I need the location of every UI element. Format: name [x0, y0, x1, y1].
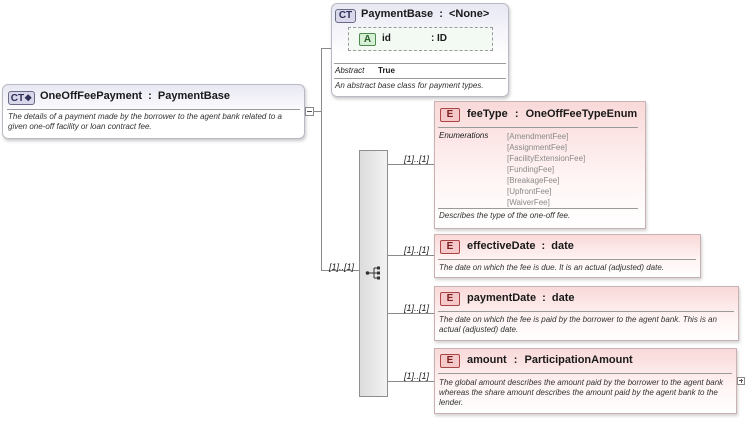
- effective-date-type: date: [551, 240, 574, 252]
- element-icon: E: [440, 240, 460, 254]
- element-badge-label: E: [446, 109, 454, 120]
- enumerations-label: Enumerations: [439, 131, 489, 140]
- element-icon: E: [440, 354, 460, 368]
- element-badge-label: E: [446, 355, 454, 366]
- root-separator: [7, 109, 300, 110]
- element-fee-type-box[interactable]: E feeType : OneOffFeeTypeEnum Enumeratio…: [434, 101, 646, 229]
- payment-date-sep: :: [542, 292, 546, 304]
- element-amount-box[interactable]: E amount : ParticipationAmount The globa…: [434, 348, 737, 414]
- enum-item: [AmendmentFee]: [507, 132, 569, 141]
- amount-title: amount : ParticipationAmount: [467, 354, 633, 366]
- amount-name: amount: [467, 354, 507, 366]
- effective-date-name: effectiveDate: [467, 240, 536, 252]
- amount-description: The global amount describes the amount p…: [439, 378, 724, 407]
- root-description: The details of a payment made by the bor…: [8, 112, 282, 131]
- amount-expand-toggle[interactable]: [737, 377, 745, 385]
- fee-type-description: Describes the type of the one-off fee.: [439, 211, 571, 220]
- sequence-icon: [365, 266, 380, 280]
- element-icon: E: [440, 292, 460, 306]
- payment-base-base: <None>: [448, 8, 490, 20]
- plus-icon-v: [740, 378, 742, 383]
- effective-date-title: effectiveDate : date: [467, 240, 574, 252]
- abstract-label: Abstract: [335, 66, 365, 75]
- attribute-id-row[interactable]: A id : ID: [348, 27, 493, 51]
- connector-fee-type: [388, 164, 434, 165]
- amount-separator: [438, 373, 732, 374]
- expand-plus-icon: ❖: [24, 93, 33, 103]
- fee-type-sep: :: [514, 108, 519, 120]
- element-badge-label: E: [446, 293, 454, 304]
- connector-to-payment-base: [321, 48, 331, 49]
- minus-icon: [307, 111, 312, 112]
- payment-base-box[interactable]: CT PaymentBase : <None> A id : ID Abstra…: [331, 3, 509, 97]
- payment-date-multiplicity: [1]..[1]: [404, 303, 430, 313]
- attribute-sep: :: [431, 33, 435, 44]
- attribute-badge-label: A: [363, 34, 372, 45]
- fee-type-separator: [438, 127, 638, 128]
- payment-base-separator-2: [334, 78, 506, 79]
- payment-base-name: PaymentBase: [361, 8, 434, 20]
- connector-amount: [388, 381, 434, 382]
- fee-type-multiplicity: [1]..[1]: [404, 154, 430, 164]
- amount-multiplicity: [1]..[1]: [404, 371, 430, 381]
- payment-date-type: date: [551, 292, 575, 304]
- connector-to-sequence: [321, 270, 359, 271]
- element-badge-label: E: [446, 241, 454, 252]
- fee-type-type: OneOffFeeTypeEnum: [525, 108, 638, 120]
- badge-ct-label: CT: [338, 10, 353, 21]
- attribute-name: id: [382, 33, 391, 44]
- enum-item: [BreakageFee]: [507, 176, 560, 185]
- effective-date-description: The date on which the fee is due. It is …: [439, 263, 665, 272]
- fee-type-title: feeType : OneOffFeeTypeEnum: [467, 108, 637, 120]
- fee-type-name: feeType: [467, 108, 508, 120]
- attribute-type: ID: [437, 33, 447, 44]
- root-sep: :: [148, 90, 152, 102]
- root-base: PaymentBase: [157, 90, 231, 102]
- payment-date-separator: [438, 311, 734, 312]
- element-effective-date-box[interactable]: E effectiveDate : date The date on which…: [434, 234, 701, 278]
- sequence-compositor[interactable]: [359, 150, 388, 397]
- connector-trunk: [321, 48, 322, 270]
- root-name: OneOffFeePayment: [40, 90, 143, 102]
- attribute-icon: A: [359, 33, 376, 46]
- fee-type-separator-2: [438, 208, 638, 209]
- payment-date-description: The date on which the fee is paid by the…: [439, 315, 717, 334]
- payment-date-name: paymentDate: [467, 292, 537, 304]
- root-title: OneOffFeePayment : PaymentBase: [40, 90, 230, 102]
- complex-type-icon: CT: [335, 9, 356, 23]
- payment-base-description: An abstract base class for payment types…: [335, 81, 484, 90]
- amount-type: ParticipationAmount: [524, 354, 633, 366]
- payment-date-title: paymentDate : date: [467, 292, 575, 304]
- complex-type-icon: CT❖: [8, 91, 35, 105]
- amount-sep: :: [513, 354, 518, 366]
- effective-date-multiplicity: [1]..[1]: [404, 245, 430, 255]
- root-complex-type-box[interactable]: CT❖ OneOffFeePayment : PaymentBase The d…: [2, 84, 305, 139]
- root-collapse-toggle[interactable]: [305, 107, 314, 116]
- connector-payment-date: [388, 313, 434, 314]
- effective-date-sep: :: [541, 240, 546, 252]
- element-icon: E: [440, 108, 460, 122]
- abstract-value: True: [378, 66, 395, 75]
- element-payment-date-box[interactable]: E paymentDate : date The date on which t…: [434, 286, 739, 341]
- payment-base-separator: [334, 63, 506, 64]
- sequence-multiplicity: [1]..[1]: [329, 262, 355, 272]
- payment-base-title: PaymentBase : <None>: [361, 8, 489, 20]
- enum-item: [AssignmentFee]: [507, 143, 568, 152]
- effective-date-separator: [438, 259, 696, 260]
- connector-effective-date: [388, 255, 434, 256]
- enum-item: [WaiverFee]: [507, 198, 550, 207]
- enum-item: [UpfrontFee]: [507, 187, 552, 196]
- badge-ct-label: CT: [10, 93, 25, 104]
- enum-item: [FundingFee]: [507, 165, 555, 174]
- enum-item: [FacilityExtensionFee]: [507, 154, 586, 163]
- payment-base-sep: :: [439, 8, 443, 20]
